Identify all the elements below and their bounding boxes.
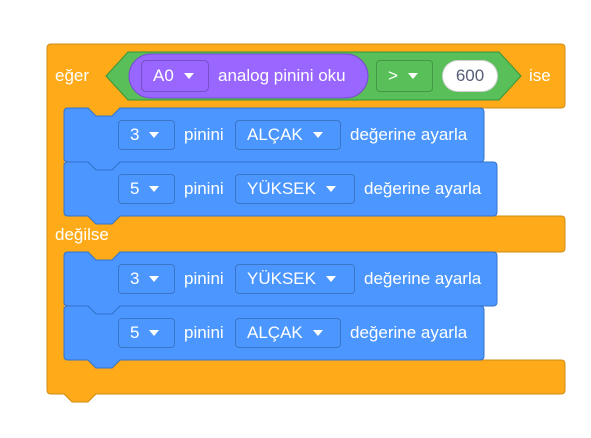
chevron-down-icon <box>183 73 194 79</box>
chevron-down-icon <box>149 132 160 138</box>
else-1-state-dropdown[interactable]: YÜKSEK <box>235 264 355 294</box>
pin-label: pinini <box>184 179 224 198</box>
analog-read-label: analog pinini oku <box>218 66 346 85</box>
pin-label: pinini <box>184 125 224 144</box>
operator-dropdown[interactable]: > <box>376 60 433 92</box>
analog-pin-value: A0 <box>153 66 174 85</box>
pin-label: pinini <box>184 323 224 342</box>
chevron-down-icon <box>312 132 323 138</box>
pin-value: 3 <box>130 125 140 144</box>
comparison-value-input[interactable]: 600 <box>442 60 498 92</box>
else-2-state-dropdown[interactable]: ALÇAK <box>235 318 341 348</box>
set-suffix-label: değerine ayarla <box>350 323 468 342</box>
set-suffix-label: değerine ayarla <box>350 125 468 144</box>
pin-label: pinini <box>184 269 224 288</box>
chevron-down-icon <box>149 330 160 336</box>
chevron-down-icon <box>149 276 160 282</box>
else-1-pin-dropdown[interactable]: 3 <box>118 264 175 294</box>
analog-pin-dropdown[interactable]: A0 <box>141 60 209 92</box>
pin-value: 3 <box>130 269 140 288</box>
then-2-state-dropdown[interactable]: YÜKSEK <box>235 174 355 204</box>
then-1-state-dropdown[interactable]: ALÇAK <box>235 120 341 150</box>
else-2-pin-dropdown[interactable]: 5 <box>118 318 175 348</box>
state-value: YÜKSEK <box>247 269 316 288</box>
chevron-down-icon <box>325 186 336 192</box>
pin-value: 5 <box>130 323 140 342</box>
state-value: YÜKSEK <box>247 179 316 198</box>
if-label: eğer <box>55 66 90 85</box>
set-suffix-label: değerine ayarla <box>364 269 482 288</box>
chevron-down-icon <box>149 186 160 192</box>
else-label: değilse <box>55 225 109 244</box>
pin-value: 5 <box>130 179 140 198</box>
chevron-down-icon <box>312 330 323 336</box>
operator-value: > <box>388 66 398 85</box>
state-value: ALÇAK <box>247 125 303 144</box>
chevron-down-icon <box>407 73 418 79</box>
then-label: ise <box>529 66 551 85</box>
state-value: ALÇAK <box>247 323 303 342</box>
chevron-down-icon <box>325 276 336 282</box>
comparison-value: 600 <box>455 66 485 85</box>
set-suffix-label: değerine ayarla <box>364 179 482 198</box>
then-2-pin-dropdown[interactable]: 5 <box>118 174 175 204</box>
then-1-pin-dropdown[interactable]: 3 <box>118 120 175 150</box>
